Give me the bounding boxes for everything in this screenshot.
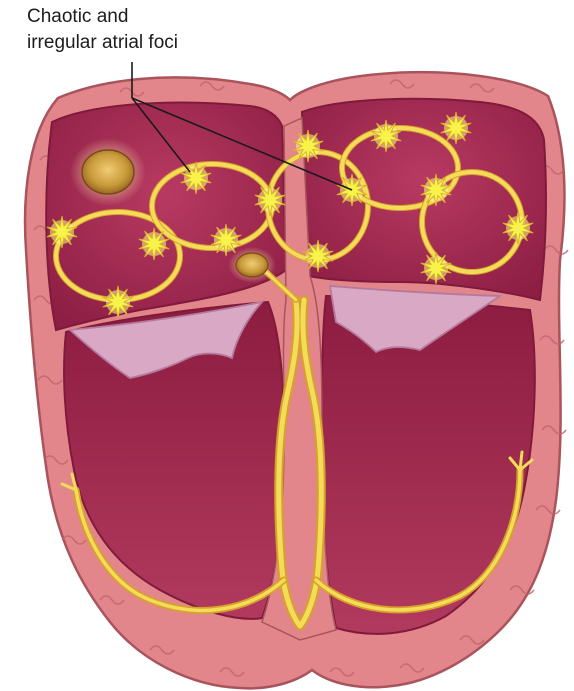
atrial-foci-label: Chaotic and irregular atrial foci <box>27 4 178 56</box>
av-node <box>236 253 268 277</box>
label-line-1: Chaotic and <box>27 4 178 30</box>
label-line-2: irregular atrial foci <box>27 30 178 56</box>
sa-node <box>82 150 134 194</box>
